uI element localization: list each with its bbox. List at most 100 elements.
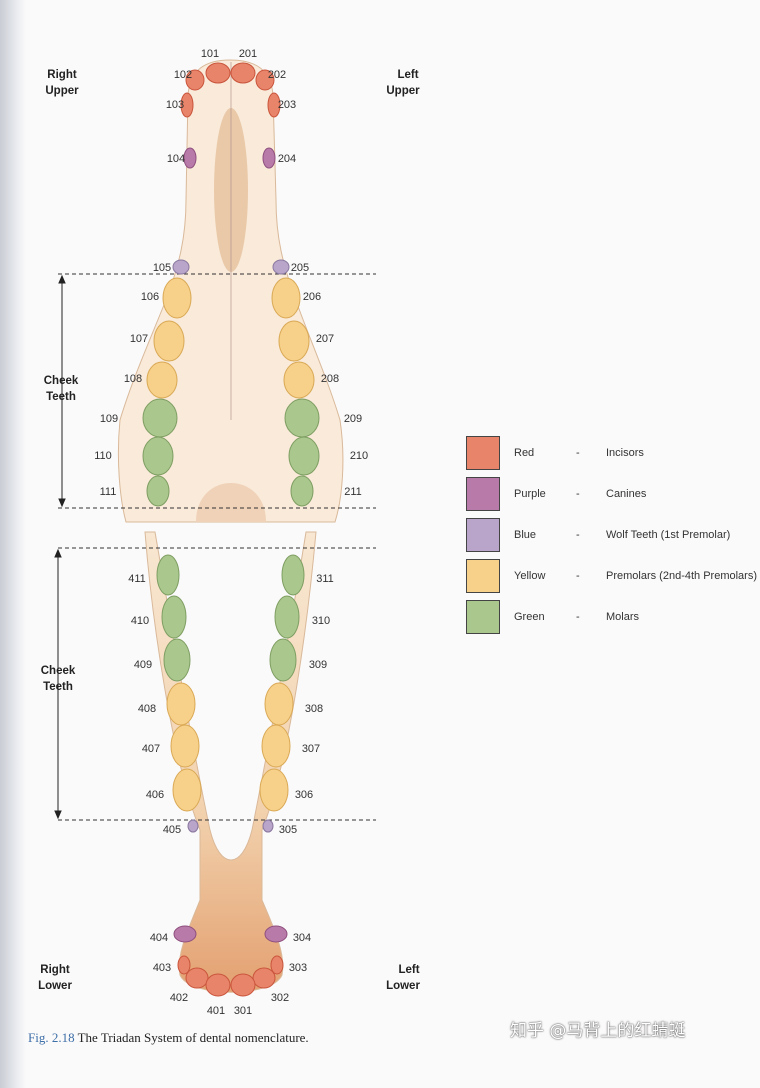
tooth-label-411: 411: [128, 573, 146, 585]
tooth-label-107: 107: [130, 333, 148, 345]
tooth-label-105: 105: [153, 262, 171, 274]
legend: Red-Incisors Purple-Canines Blue-Wolf Te…: [466, 432, 757, 637]
tooth-210: [288, 436, 320, 476]
tooth-206: [271, 277, 301, 319]
tooth-label-204: 204: [278, 153, 296, 165]
legend-color-name: Purple: [514, 487, 546, 500]
legend-separator: -: [576, 610, 580, 623]
cheek-teeth-lower-label-1: Cheek: [41, 665, 76, 677]
tooth-label-111: 111: [100, 486, 117, 498]
tooth-402: [185, 967, 209, 989]
right-lower-label-1: Right: [40, 964, 70, 976]
tooth-label-305: 305: [279, 824, 297, 836]
tooth-201: [230, 62, 256, 84]
tooth-208: [283, 361, 315, 399]
tooth-label-109: 109: [100, 413, 118, 425]
tooth-109: [142, 398, 178, 438]
tooth-406: [172, 768, 202, 812]
tooth-307: [261, 724, 291, 768]
tooth-label-103: 103: [166, 99, 184, 111]
tooth-label-101: 101: [201, 48, 219, 60]
cheek-teeth-arrows: [54, 274, 66, 820]
legend-item: Purple-Canines: [466, 473, 757, 514]
tooth-105: [172, 259, 190, 275]
tooth-label-403: 403: [153, 962, 171, 974]
tooth-label-309: 309: [309, 659, 327, 671]
legend-color-name: Blue: [514, 528, 537, 541]
left-lower-label-2: Lower: [386, 980, 420, 992]
legend-meaning: Wolf Teeth (1st Premolar): [606, 528, 731, 541]
legend-swatch: [466, 599, 500, 634]
tooth-411: [156, 554, 180, 596]
legend-swatch: [466, 435, 500, 470]
tooth-209: [284, 398, 320, 438]
tooth-104: [183, 147, 197, 169]
tooth-111: [146, 475, 170, 507]
tooth-410: [161, 595, 187, 639]
left-lower-label-1: Left: [398, 964, 419, 976]
tooth-label-407: 407: [142, 743, 160, 755]
cheek-teeth-lower-label-2: Teeth: [43, 681, 73, 693]
right-lower-label-2: Lower: [38, 980, 72, 992]
legend-swatch: [466, 517, 500, 552]
tooth-309: [269, 638, 297, 682]
tooth-label-210: 210: [350, 450, 368, 462]
tooth-label-108: 108: [124, 373, 142, 385]
tooth-label-311: 311: [316, 573, 334, 585]
tooth-label-201: 201: [239, 48, 257, 60]
legend-item: Red - Incisors: [466, 432, 757, 473]
tooth-label-302: 302: [271, 992, 289, 1004]
tooth-207: [278, 320, 310, 362]
legend-item: Yellow-Premolars (2nd-4th Premolars): [466, 555, 757, 596]
right-upper-label-1: Right: [47, 69, 77, 81]
tooth-409: [163, 638, 191, 682]
tooth-label-206: 206: [303, 291, 321, 303]
tooth-label-208: 208: [321, 373, 339, 385]
watermark: 知乎 @马背上的红蜻蜓: [510, 1021, 686, 1041]
tooth-label-104: 104: [167, 153, 185, 165]
tooth-106: [162, 277, 192, 319]
region-dividers: [58, 273, 376, 821]
tooth-101: [205, 62, 231, 84]
tooth-label-202: 202: [268, 69, 286, 81]
tooth-110: [142, 436, 174, 476]
tooth-label-310: 310: [312, 615, 330, 627]
cheek-teeth-upper-label-1: Cheek: [44, 375, 79, 387]
tooth-202: [255, 69, 275, 91]
legend-separator: -: [576, 528, 580, 541]
tooth-308: [264, 682, 294, 726]
figure-caption: Fig. 2.18 The Triadan System of dental n…: [28, 1030, 309, 1046]
tooth-302: [252, 967, 276, 989]
tooth-205: [272, 259, 290, 275]
tooth-label-110: 110: [94, 450, 112, 462]
tooth-label-209: 209: [344, 413, 362, 425]
legend-meaning: Molars: [606, 610, 640, 623]
tooth-407: [170, 724, 200, 768]
legend-meaning: Incisors: [606, 446, 644, 459]
tooth-204: [262, 147, 276, 169]
legend-color-name: Red: [514, 446, 535, 459]
tooth-label-205: 205: [291, 262, 309, 274]
tooth-107: [153, 320, 185, 362]
legend-item: Green - Molars: [466, 596, 757, 637]
tooth-310: [274, 595, 300, 639]
tooth-label-203: 203: [278, 99, 296, 111]
figure-number: Fig. 2.18: [28, 1030, 75, 1045]
right-upper-label-2: Upper: [45, 85, 79, 97]
soft-palate: [196, 483, 266, 522]
legend-separator: -: [576, 446, 580, 459]
legend-separator: -: [576, 487, 580, 500]
tooth-label-211: 211: [344, 486, 362, 498]
tooth-label-406: 406: [146, 789, 164, 801]
tooth-401: [205, 973, 231, 997]
tooth-label-308: 308: [305, 703, 323, 715]
book-spine-shadow: [0, 0, 26, 1088]
legend-item: Blue - Wolf Teeth (1st Premolar): [466, 514, 757, 555]
tooth-label-303: 303: [289, 962, 307, 974]
tooth-label-402: 402: [170, 992, 188, 1004]
tooth-label-404: 404: [150, 932, 168, 944]
legend-color-name: Green: [514, 610, 545, 623]
tooth-408: [166, 682, 196, 726]
tooth-311: [281, 554, 305, 596]
legend-swatch: [466, 476, 500, 511]
